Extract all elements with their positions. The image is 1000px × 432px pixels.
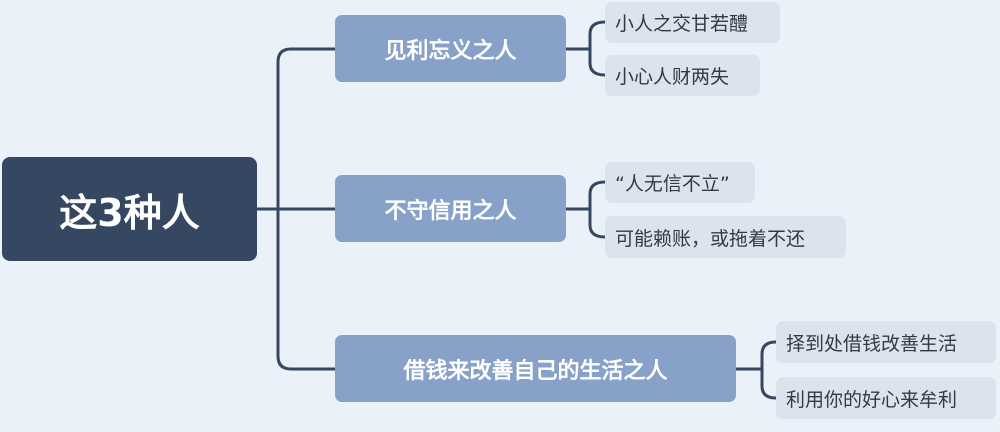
root-node[interactable]: 这3种人: [2, 157, 257, 261]
leaf-node-1-1[interactable]: 小人之交甘若醴: [605, 2, 780, 43]
leaf-node-2-1[interactable]: “人无信不立”: [605, 162, 755, 203]
leaf-node-3-1[interactable]: 择到处借钱改善生活: [776, 321, 996, 363]
branch-1-leaf-bracket: [588, 20, 607, 77]
branch-node-3[interactable]: 借钱来改善自己的生活之人: [335, 335, 736, 402]
branch-3-leaf-bracket: [760, 340, 778, 400]
branch-node-1[interactable]: 见利忘义之人: [335, 15, 566, 82]
leaf-node-1-2[interactable]: 小心人财两失: [605, 55, 760, 96]
branch-2-leaf-bracket: [588, 180, 607, 239]
leaf-node-3-2[interactable]: 利用你的好心来牟利: [776, 377, 996, 419]
branch-node-2[interactable]: 不守信用之人: [335, 175, 566, 242]
leaf-node-2-2[interactable]: 可能赖账，或拖着不还: [605, 216, 846, 258]
